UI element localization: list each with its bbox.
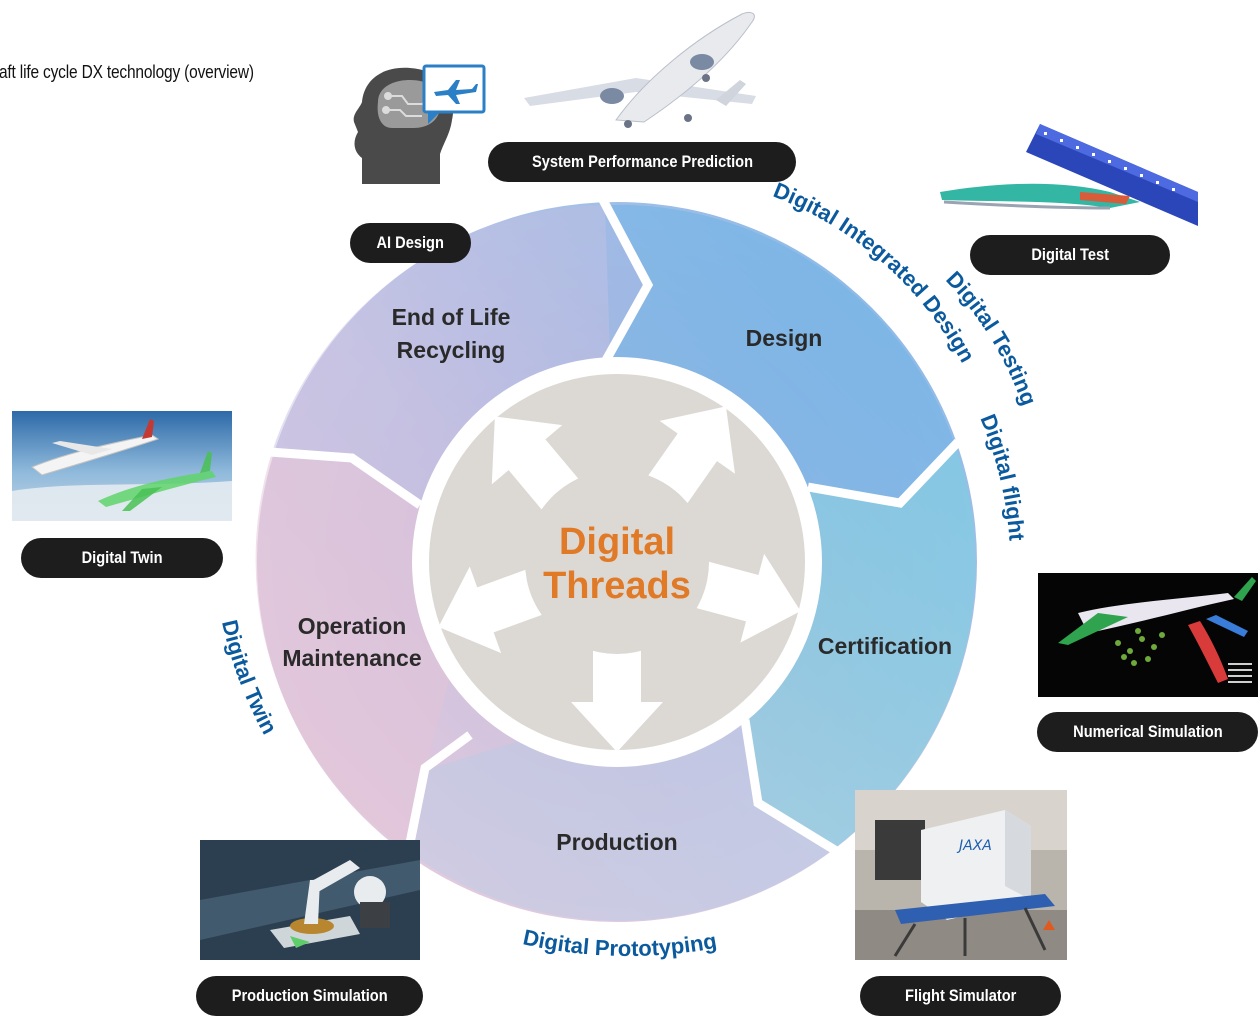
- ai-design-pill: AI Design: [350, 223, 471, 263]
- airliner-render-image: [516, 8, 766, 130]
- stage-eol-label-line1: End of Life: [392, 304, 511, 330]
- brain-airplane-icon: [352, 62, 492, 188]
- segment-eol: [272, 205, 645, 500]
- stage-operation-label-line1: Operation: [298, 613, 407, 639]
- segment-production: [410, 720, 835, 921]
- robot-arm-image: [200, 840, 420, 960]
- stage-eol-label-line2: Recycling: [397, 337, 506, 363]
- arrow-icon: [678, 553, 801, 643]
- digital-twin-pill: Digital Twin: [21, 538, 223, 578]
- svg-text:JAXA: JAXA: [956, 838, 992, 854]
- production-simulation-pill: Production Simulation: [196, 976, 423, 1016]
- digital-test-pill: Digital Test: [970, 235, 1170, 275]
- page-title: raft life cycle DX technology (overview): [0, 62, 254, 82]
- flight-simulator-photo: JAXA: [855, 790, 1067, 960]
- system-performance-pill: System Performance Prediction: [488, 142, 796, 182]
- stage-production-label: Production: [556, 829, 677, 855]
- arrow-icon: [571, 632, 663, 752]
- arc-label-flight: Digital flight: [975, 410, 1029, 542]
- stage-operation-label-line2: Maintenance: [282, 645, 421, 671]
- center-title-line1: Digital: [559, 521, 675, 563]
- stage-certification-label: Certification: [818, 633, 952, 659]
- center-hub: [525, 470, 709, 654]
- segment-operation: [255, 452, 460, 853]
- segment-dividers: [269, 197, 962, 859]
- twin-aircraft-image: [12, 411, 232, 521]
- flight-simulator-pill: Flight Simulator: [860, 976, 1061, 1016]
- stage-design-label: Design: [746, 325, 823, 351]
- center-title-line2: Threads: [543, 565, 691, 607]
- fuselage-test-model-image: [940, 122, 1200, 228]
- numerical-simulation-pill: Numerical Simulation: [1037, 712, 1258, 752]
- arc-label-prototyping: Digital Prototyping: [521, 924, 719, 961]
- cfd-simulation-image: [1038, 573, 1258, 697]
